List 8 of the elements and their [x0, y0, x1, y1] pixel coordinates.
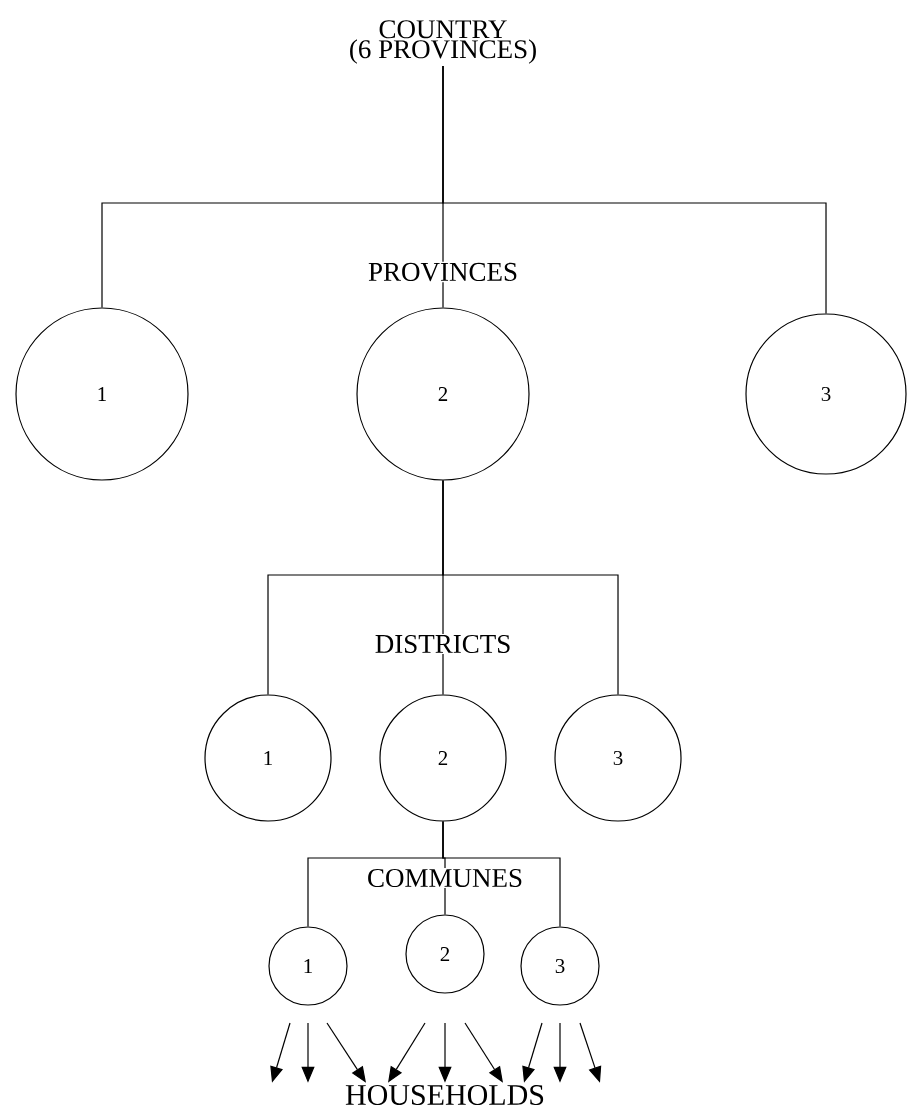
heading-text: COUNTRY (6 PROVINCES) — [350, 20, 536, 64]
connector-line — [442, 480, 619, 695]
heading-text: HOUSEHOLDS — [345, 1084, 544, 1106]
level-label: PROVINCES — [367, 261, 519, 283]
connector-line — [442, 821, 561, 927]
level-label: DISTRICTS — [373, 633, 513, 655]
connector-line — [442, 65, 827, 314]
level-label: COMMUNES — [366, 867, 524, 889]
